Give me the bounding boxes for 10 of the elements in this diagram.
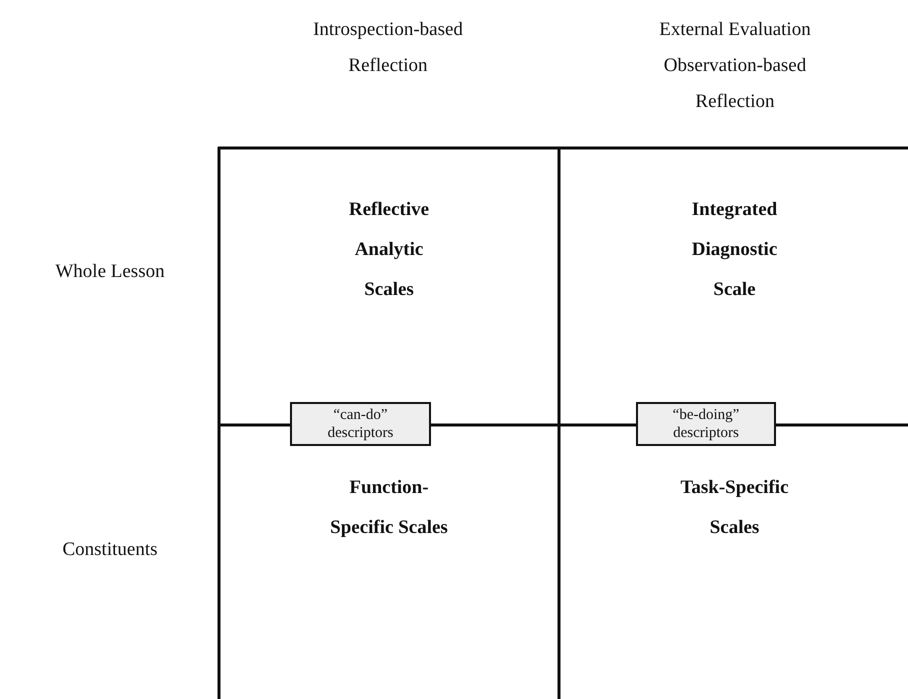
column-header: Introspection-based Reflection bbox=[312, 18, 464, 78]
cell-title: Integrated Diagnostic Scale bbox=[690, 198, 778, 302]
row-header: Whole Lesson bbox=[54, 260, 166, 284]
column-header: External Evaluation Observation-based Reflection bbox=[658, 18, 812, 114]
cell-title: Function-Specific Scales bbox=[329, 476, 449, 540]
descriptor-box: “can-do” descriptors bbox=[290, 402, 431, 446]
row-header: Constituents bbox=[61, 538, 158, 562]
cell-title: Reflective Analytic Scales bbox=[348, 198, 430, 302]
descriptor-box: “be-doing” descriptors bbox=[636, 402, 776, 446]
cell-title: Task-Specific Scales bbox=[679, 476, 790, 540]
